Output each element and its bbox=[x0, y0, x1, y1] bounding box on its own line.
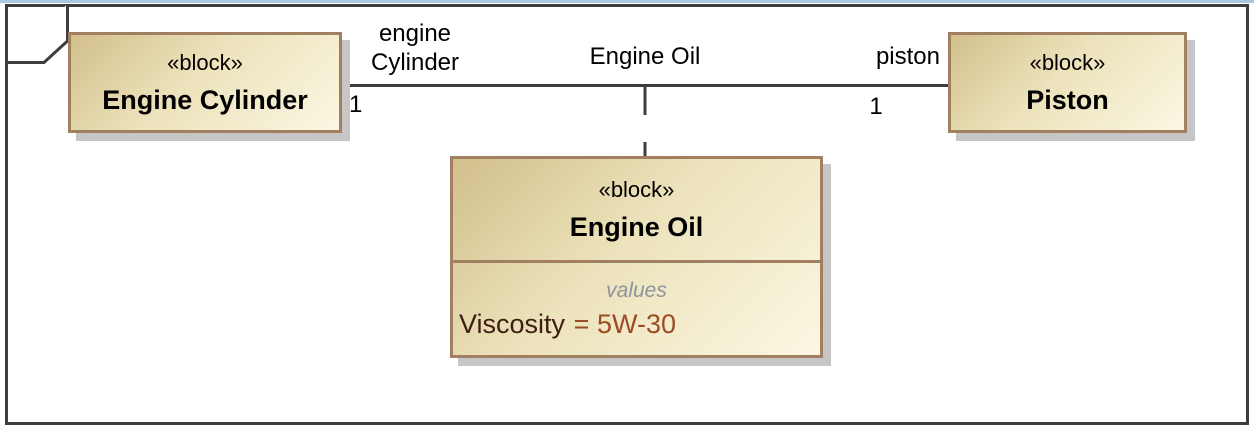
block-name: Engine Cylinder bbox=[102, 84, 308, 115]
multiplicity-left: 1 bbox=[349, 91, 363, 118]
association-line[interactable] bbox=[341, 84, 949, 87]
value-name: Viscosity bbox=[459, 308, 566, 339]
value-entry: Viscosity= 5W-30 bbox=[453, 309, 820, 340]
role-label-engine-cylinder: engine Cylinder bbox=[348, 19, 482, 77]
association-block-connector[interactable] bbox=[643, 87, 647, 157]
stereotype-label: «block» bbox=[167, 49, 243, 75]
window-top-edge bbox=[0, 0, 1254, 3]
value-expression: = 5W-30 bbox=[573, 308, 676, 339]
values-compartment: values Viscosity= 5W-30 bbox=[453, 260, 820, 355]
role-label-line2: Cylinder bbox=[370, 49, 460, 76]
stereotype-label: «block» bbox=[598, 176, 675, 202]
block-engine-oil[interactable]: «block» Engine Oil values Viscosity= 5W-… bbox=[450, 156, 823, 358]
block-engine-cylinder[interactable]: «block» Engine Cylinder bbox=[68, 32, 342, 133]
block-piston[interactable]: «block» Piston bbox=[948, 32, 1187, 133]
values-compartment-label: values bbox=[606, 278, 667, 302]
multiplicity-right: 1 bbox=[869, 93, 883, 120]
association-name-label: Engine Oil bbox=[589, 43, 701, 70]
block-name: Piston bbox=[1026, 84, 1109, 115]
diagram-frame bbox=[5, 4, 1249, 425]
frame-name-tab bbox=[6, 4, 69, 64]
role-label-piston: piston bbox=[875, 43, 940, 70]
stereotype-label: «block» bbox=[1029, 49, 1106, 75]
role-label-line1: engine bbox=[378, 20, 452, 47]
block-name: Engine Oil bbox=[569, 211, 704, 242]
